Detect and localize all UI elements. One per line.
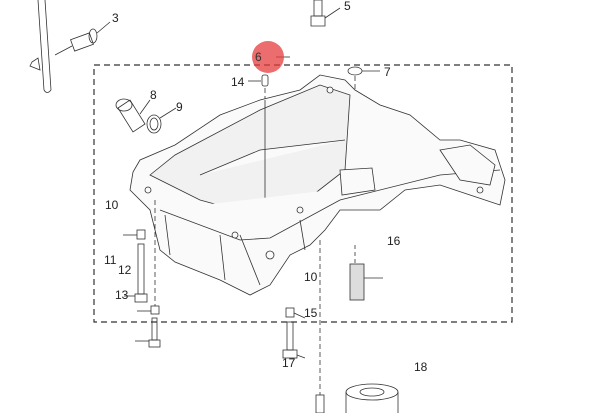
- oil-pan: [129, 74, 506, 296]
- part-5-bolt: [310, 0, 341, 27]
- part-10-11-bolt-left: [123, 229, 148, 303]
- callout-13[interactable]: 13: [115, 288, 129, 302]
- callout-8[interactable]: 8: [150, 88, 157, 102]
- callout-5[interactable]: 5: [344, 0, 351, 13]
- callout-16[interactable]: 16: [387, 234, 401, 248]
- part-16-stud: [349, 245, 383, 301]
- part-14-dowel: [261, 74, 269, 87]
- callout-3[interactable]: 3: [112, 11, 119, 25]
- part-8-drain-plug: [115, 98, 151, 133]
- dipstick-tube: [29, 0, 52, 93]
- callout-11[interactable]: 11: [104, 253, 117, 267]
- part-9-washer: [146, 114, 162, 134]
- callout-10-right[interactable]: 10: [304, 270, 318, 284]
- part-18-oil-filter: [345, 383, 399, 413]
- callout-15[interactable]: 15: [304, 306, 318, 320]
- callout-14[interactable]: 14: [231, 75, 245, 89]
- callout-6-hotspot[interactable]: [252, 41, 284, 73]
- part-7-seal: [347, 66, 363, 76]
- callout-10-left[interactable]: 10: [105, 198, 119, 212]
- callout-18[interactable]: 18: [414, 360, 428, 374]
- callout-9[interactable]: 9: [176, 100, 183, 114]
- part-12-13-bolt: [135, 200, 161, 348]
- assembly-group-box: [93, 64, 513, 323]
- part-3-bolt: [54, 21, 111, 56]
- part-10-15-bolt-right: [282, 307, 306, 359]
- callout-17[interactable]: 17: [282, 356, 296, 370]
- callout-12[interactable]: 12: [118, 263, 132, 277]
- part-17-bolt: [315, 394, 325, 413]
- callout-7[interactable]: 7: [384, 65, 391, 79]
- callout-6[interactable]: 6: [255, 50, 262, 64]
